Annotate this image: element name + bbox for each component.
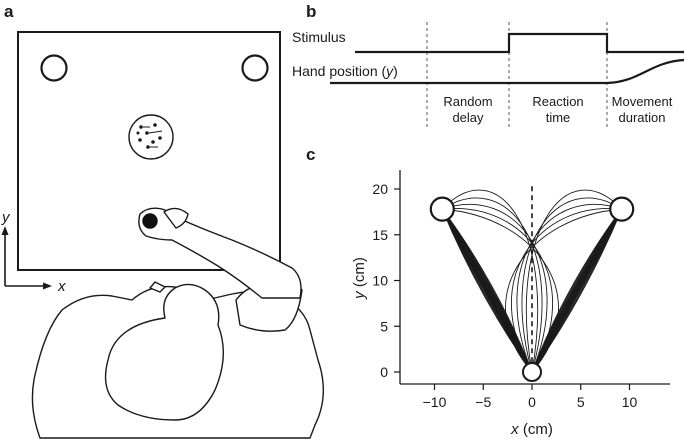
- target-right-circle: [609, 196, 635, 222]
- phase-label-line2: delay: [452, 110, 484, 125]
- trajectory-right: [531, 208, 623, 373]
- x-tick-label: −5: [475, 394, 491, 410]
- start-target-circle: [522, 362, 542, 382]
- panel-letter-c: c: [306, 145, 315, 164]
- trajectory-switch: [505, 208, 622, 373]
- stimulus-label: Stimulus: [292, 29, 346, 45]
- phase-label-line2: duration: [619, 110, 666, 125]
- trajectory-switch: [521, 197, 622, 373]
- x-tick-label: −10: [423, 394, 447, 410]
- phase-label-line1: Random: [443, 94, 492, 109]
- hand-position-trace: [330, 58, 685, 85]
- random-dot-stimulus: [128, 114, 174, 160]
- target-left: [40, 54, 68, 82]
- x-tick-label: 5: [577, 394, 585, 410]
- y-tick-label: 15: [372, 227, 388, 243]
- phase-label-line2: time: [546, 110, 571, 125]
- trajectory-switch: [441, 189, 539, 373]
- trajectory-switch: [442, 197, 543, 373]
- panel-a-x-label: x: [57, 278, 66, 295]
- panel-a-axes: [1, 226, 52, 290]
- target-left-circle: [429, 196, 455, 222]
- trajectory-switch: [442, 208, 559, 373]
- phase-label-line1: Reaction: [532, 94, 583, 109]
- y-tick-label: 10: [372, 273, 388, 289]
- panel-letter-a: a: [4, 2, 14, 21]
- stimulus-trace: [355, 32, 684, 54]
- panel-a-y-label: y: [1, 209, 11, 226]
- x-axis-title: x (cm): [510, 421, 553, 438]
- trajectory-switch: [442, 207, 554, 373]
- target-right: [241, 54, 269, 82]
- y-tick-label: 20: [372, 181, 388, 197]
- phase-labels: Random delay Reaction time Movement dura…: [443, 94, 672, 125]
- trajectory-switch: [525, 189, 623, 373]
- x-tick-label: 10: [622, 394, 638, 410]
- y-tick-label: 0: [380, 364, 388, 380]
- y-axis-title: y (cm): [351, 257, 368, 300]
- trajectory-left: [441, 208, 533, 373]
- panel-letter-b: b: [306, 2, 316, 21]
- subject-illustration: [31, 207, 325, 439]
- trajectory-switch: [510, 207, 622, 373]
- y-tick-label: 5: [380, 318, 388, 334]
- workspace-square: [17, 31, 281, 271]
- trajectory-chart: −10 −5 0 5 10 0 5 10 15 20: [372, 170, 670, 410]
- x-tick-label: 0: [528, 394, 536, 410]
- phase-label-line1: Movement: [612, 94, 673, 109]
- hand-position-label: Hand position (y): [292, 63, 398, 79]
